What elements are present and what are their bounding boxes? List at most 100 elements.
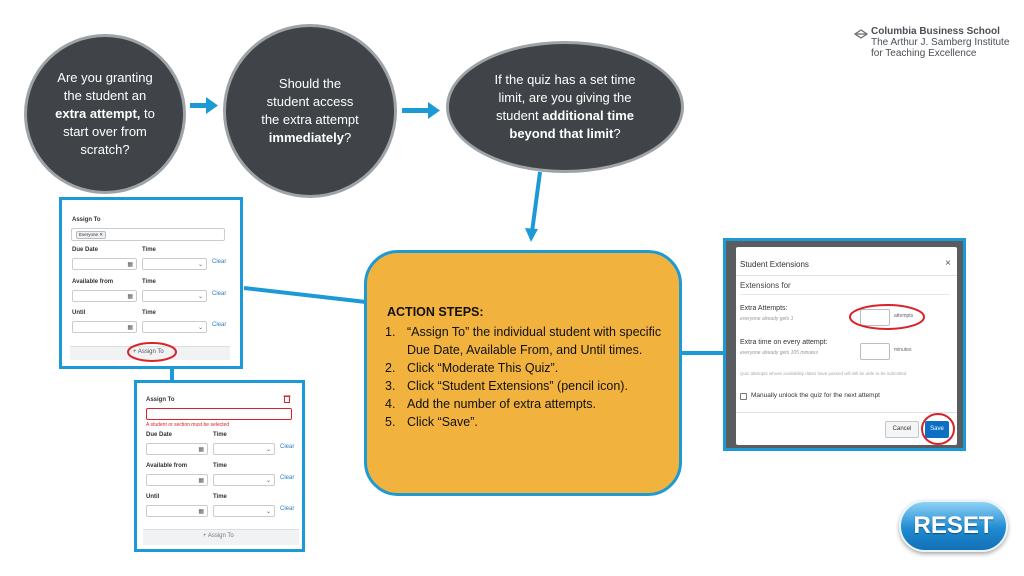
time-label: Time (142, 247, 156, 253)
time-label: Time (213, 432, 227, 438)
logo-line-2: The Arthur J. Samberg Institute (871, 37, 1010, 48)
clear-link[interactable]: Clear (280, 475, 295, 481)
cancel-button[interactable]: Cancel (885, 421, 919, 438)
until-input[interactable]: ▦ (72, 321, 137, 333)
q1-post: to start over from scratch? (63, 106, 155, 157)
due-date-label: Due Date (72, 247, 99, 253)
save-button[interactable]: Save (925, 421, 949, 438)
extensions-for-label: Extensions for (740, 281, 791, 290)
logo-line-1: Columbia Business School (871, 26, 1000, 37)
time-label: Time (142, 310, 156, 316)
unlock-checkbox-label: Manually unlock the quiz for the next at… (751, 392, 880, 399)
available-from-label: Available from (72, 279, 114, 285)
extra-time-sub: everyone already gets 105 minutes (740, 350, 818, 356)
divider (740, 294, 950, 295)
arrow-3 (525, 171, 542, 242)
crown-icon (854, 29, 868, 39)
red-circle-annotation (921, 413, 955, 445)
calendar-icon: ▦ (198, 447, 204, 453)
time-label: Time (213, 494, 227, 500)
extra-attempts-sub: everyone already gets 1 (740, 316, 794, 322)
q1-pre: Are you granting the student an (57, 70, 153, 103)
assign-to-screenshot-1: Assign To Everyone ✕ Due Date Time ▦ ⌄ C… (59, 197, 243, 369)
q1-bold: extra attempt, (55, 106, 141, 121)
action-steps-box: ACTION STEPS: 1.“Assign To” the individu… (364, 250, 682, 496)
chevron-down-icon: ⌄ (197, 294, 203, 300)
due-time-select[interactable]: ⌄ (213, 443, 275, 455)
clear-link[interactable]: Clear (280, 444, 295, 450)
action-steps-list: 1.“Assign To” the individual student wit… (385, 323, 677, 431)
extra-time-label: Extra time on every attempt: (740, 339, 828, 346)
question-additional-time: If the quiz has a set time limit, are yo… (446, 41, 684, 173)
clear-link[interactable]: Clear (280, 506, 295, 512)
assign-to-input[interactable] (146, 408, 292, 420)
q3-post: ? (613, 126, 621, 141)
availability-note: Quiz attempts whose availability dates h… (740, 371, 907, 376)
q2-pre: Should the student access the extra atte… (261, 76, 359, 127)
clear-link[interactable]: Clear (212, 259, 227, 265)
until-label: Until (146, 494, 160, 500)
assign-to-screenshot-2: Assign To A student or section must be s… (134, 380, 305, 552)
action-step: 3.Click “Student Extensions” (pencil ico… (385, 379, 628, 393)
connector-left (243, 286, 367, 304)
student-extensions-dialog: Student Extensions × Extensions for Extr… (736, 247, 957, 445)
add-assign-to-button[interactable]: + Assign To (203, 533, 234, 539)
time-label: Time (142, 279, 156, 285)
minutes-unit: minutes (894, 347, 912, 353)
clear-link[interactable]: Clear (212, 291, 227, 297)
attempts-unit: attempts (894, 313, 914, 319)
available-from-input[interactable]: ▦ (72, 290, 137, 302)
add-assign-to-bar (70, 346, 230, 360)
add-assign-to-bar (143, 529, 299, 545)
due-date-label: Due Date (146, 432, 173, 438)
arrow-1 (190, 97, 218, 114)
chevron-down-icon: ⌄ (265, 509, 271, 515)
red-circle-annotation (127, 342, 177, 362)
extra-time-input[interactable] (860, 343, 890, 360)
available-time-select[interactable]: ⌄ (213, 474, 275, 486)
calendar-icon: ▦ (127, 294, 133, 300)
time-label: Time (213, 463, 227, 469)
action-step: 5.Click “Save”. (385, 415, 478, 429)
until-time-select[interactable]: ⌄ (142, 321, 207, 333)
calendar-icon: ▦ (198, 509, 204, 515)
action-step: 4.Add the number of extra attempts. (385, 397, 596, 411)
extra-attempts-input[interactable] (860, 309, 890, 326)
validation-error: A student or section must be selected (146, 422, 230, 428)
assign-to-label: Assign To (146, 397, 175, 403)
action-step: 2.Click “Moderate This Quiz”. (385, 361, 559, 375)
unlock-checkbox[interactable] (740, 393, 747, 400)
calendar-icon: ▦ (127, 325, 133, 331)
until-time-select[interactable]: ⌄ (213, 505, 275, 517)
available-time-select[interactable]: ⌄ (142, 290, 207, 302)
action-step: 1.“Assign To” the individual student wit… (385, 325, 662, 357)
action-steps-title: ACTION STEPS: (387, 305, 484, 319)
trash-icon[interactable] (283, 394, 291, 403)
everyone-chip[interactable]: Everyone ✕ (76, 231, 107, 239)
due-date-input[interactable]: ▦ (146, 443, 208, 455)
assign-to-input[interactable]: Everyone ✕ (71, 228, 225, 241)
chevron-down-icon: ⌄ (197, 325, 203, 331)
dialog-title: Student Extensions (740, 260, 809, 269)
reset-button[interactable]: RESET (899, 500, 1008, 552)
due-time-select[interactable]: ⌄ (142, 258, 207, 270)
until-label: Until (72, 310, 86, 316)
add-assign-to-button[interactable]: + Assign To (133, 349, 164, 355)
until-input[interactable]: ▦ (146, 505, 208, 517)
q3-bold: additional time beyond that limit (509, 108, 634, 141)
red-circle-annotation (849, 304, 925, 330)
clear-link[interactable]: Clear (212, 322, 227, 328)
divider (736, 412, 957, 413)
student-extensions-screenshot: Student Extensions × Extensions for Extr… (723, 238, 966, 451)
chevron-down-icon: ⌄ (265, 447, 271, 453)
calendar-icon: ▦ (198, 478, 204, 484)
q3-pre: If the quiz has a set time limit, are yo… (494, 72, 636, 123)
due-date-input[interactable]: ▦ (72, 258, 137, 270)
logo-line-3: for Teaching Excellence (871, 48, 977, 59)
calendar-icon: ▦ (127, 262, 133, 268)
q2-post: ? (343, 130, 352, 145)
available-from-label: Available from (146, 463, 188, 469)
close-icon[interactable]: × (945, 258, 951, 269)
available-from-input[interactable]: ▦ (146, 474, 208, 486)
